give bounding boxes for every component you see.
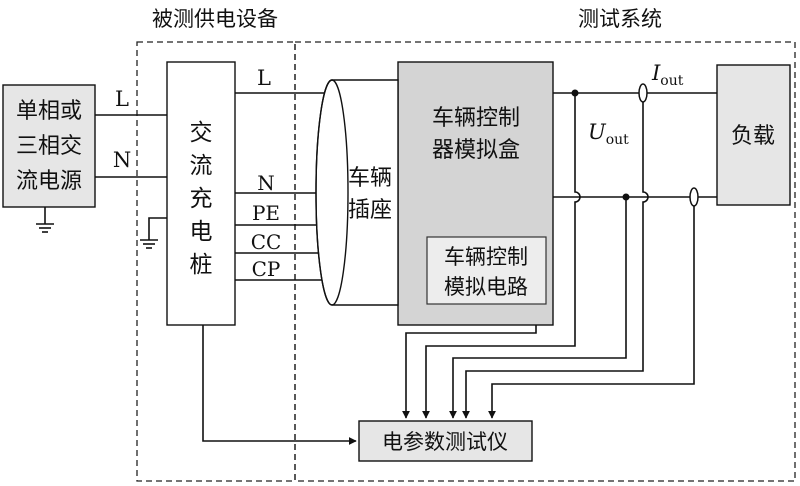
source-L-label: L xyxy=(115,87,129,111)
charging-pile-char-3: 充 xyxy=(190,186,213,212)
meter-wire-3 xyxy=(449,197,627,419)
source-ground-icon xyxy=(36,207,54,233)
test-system-region xyxy=(294,41,796,482)
meter-wire-4 xyxy=(462,102,649,419)
vehicle-socket-body xyxy=(315,79,399,306)
power-source-line-1: 单相或 xyxy=(16,99,82,124)
pile-PE-label: PE xyxy=(252,201,280,225)
power-source-line-2: 三相交 xyxy=(16,134,82,159)
control-circuit-line-1: 车辆控制 xyxy=(444,245,528,269)
load-box xyxy=(716,64,791,206)
pile-L-label: L xyxy=(257,66,271,90)
pile-meter-wire xyxy=(202,325,357,445)
load-label: 负载 xyxy=(731,124,775,149)
control-circuit-line-2: 模拟电路 xyxy=(444,275,528,299)
pile-CC-label: CC xyxy=(251,230,282,254)
charging-pile-char-5: 桩 xyxy=(190,252,213,278)
equipment-region-label: 被测供电设备 xyxy=(152,7,278,31)
meter-wire-2 xyxy=(422,93,581,419)
current-probe-bottom-icon xyxy=(689,187,699,207)
current-measure-label: Iout xyxy=(651,61,684,89)
power-source-box xyxy=(2,84,96,208)
pile-CP-label: CP xyxy=(252,257,281,281)
charging-pile-label: 交 流 充 电 桩 xyxy=(190,120,213,278)
meter-label: 电参数测试仪 xyxy=(382,430,508,454)
vehicle-socket-line-1: 车辆 xyxy=(348,166,392,191)
current-subscript: out xyxy=(660,73,683,89)
controller-box-line-2: 器模拟盒 xyxy=(432,138,520,163)
controller-box-line-1: 车辆控制 xyxy=(432,106,520,131)
vehicle-socket-front-rim xyxy=(315,79,349,306)
voltage-measure-label: Uout xyxy=(588,120,629,148)
source-N-label: N xyxy=(113,148,131,172)
equipment-region xyxy=(136,41,296,482)
meter-wire-1 xyxy=(402,325,537,419)
pile-ground-icon xyxy=(140,217,167,249)
charging-pile-char-1: 交 xyxy=(190,120,213,146)
vehicle-socket-line-2: 插座 xyxy=(348,198,392,223)
meter-wire-5 xyxy=(488,206,695,419)
power-source-label: 单相或 三相交 流电源 xyxy=(16,99,82,194)
current-probe-top-icon xyxy=(638,83,648,103)
current-main-symbol: I xyxy=(651,61,661,85)
charging-pile-char-2: 流 xyxy=(190,153,213,179)
power-source-line-3: 流电源 xyxy=(16,169,82,194)
test-system-region-label: 测试系统 xyxy=(578,7,662,31)
charging-pile-box xyxy=(166,61,236,326)
voltage-subscript: out xyxy=(606,132,629,148)
voltage-main-symbol: U xyxy=(588,120,607,144)
pile-N-label: N xyxy=(257,171,275,195)
control-circuit-box xyxy=(426,236,547,305)
charging-pile-char-4: 电 xyxy=(190,219,213,245)
meter-box xyxy=(358,420,533,462)
